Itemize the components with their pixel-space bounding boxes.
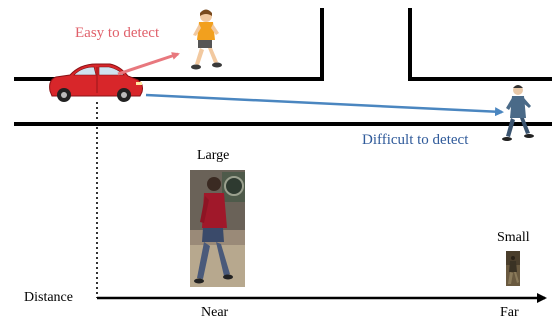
difficult-detect-arrow [145, 93, 504, 117]
upper-curb-right [408, 8, 552, 81]
far-label: Far [500, 305, 519, 320]
easy-to-detect-label: Easy to detect [75, 25, 160, 41]
walking-man-icon [502, 85, 534, 141]
distance-label: Distance [24, 290, 73, 305]
large-pedestrian-crop [190, 170, 245, 287]
small-pedestrian-crop [506, 251, 520, 286]
easy-detect-arrow [117, 52, 180, 76]
near-label: Near [201, 305, 229, 320]
walking-child-icon [191, 9, 222, 70]
small-label: Small [497, 230, 530, 245]
difficult-to-detect-label: Difficult to detect [362, 132, 469, 148]
large-label: Large [197, 148, 230, 163]
upper-curb-left [14, 8, 324, 81]
